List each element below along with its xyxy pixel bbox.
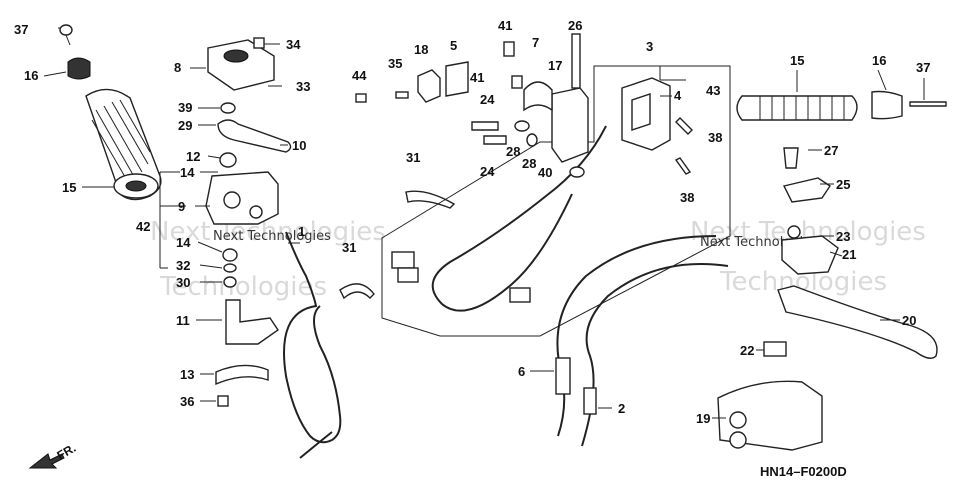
callout-28-left: 28 [506, 144, 520, 159]
callout-36: 36 [180, 394, 194, 409]
callout-43: 43 [706, 83, 720, 98]
throttle-cable [283, 231, 342, 459]
callout-30: 30 [176, 275, 190, 290]
callout-5: 5 [450, 38, 457, 53]
callout-7: 7 [532, 35, 539, 50]
callout-14-bottom: 14 [176, 235, 191, 250]
diagram-code: HN14–F0200D [760, 464, 847, 479]
callout-9: 9 [178, 199, 185, 214]
callout-17: 17 [548, 58, 562, 73]
callout-24-top: 24 [480, 92, 495, 107]
callout-10: 10 [292, 138, 306, 153]
callout-19: 19 [696, 411, 710, 426]
callout-25: 25 [836, 177, 850, 192]
callout-4: 4 [674, 88, 682, 103]
callout-16-left: 16 [24, 68, 38, 83]
callout-3: 3 [646, 39, 653, 54]
callout-40: 40 [538, 165, 552, 180]
callout-13: 13 [180, 367, 194, 382]
callout-29: 29 [178, 118, 192, 133]
callout-27: 27 [824, 143, 838, 158]
callout-31-lower: 31 [342, 240, 356, 255]
callout-21: 21 [842, 247, 856, 262]
left-grip-assembly [43, 24, 162, 201]
callout-28-right: 28 [522, 156, 536, 171]
callout-34: 34 [286, 37, 301, 52]
callout-41-top: 41 [498, 18, 512, 33]
callout-22: 22 [740, 343, 754, 358]
callout-24-bottom: 24 [480, 164, 495, 179]
watermark-text-left: Next Technologies [150, 217, 386, 247]
callout-11: 11 [176, 313, 190, 328]
callout-8: 8 [174, 60, 181, 75]
callout-18: 18 [414, 42, 428, 57]
callout-1: 1 [298, 224, 305, 239]
callout-39: 39 [178, 100, 192, 115]
callout-33: 33 [296, 79, 310, 94]
callout-16-right: 16 [872, 53, 886, 68]
callout-labels: 37 16 15 8 34 33 39 29 10 12 14 9 42 14 … [14, 18, 930, 426]
front-direction-arrow: FR. [28, 441, 78, 469]
callout-38-bottom: 38 [680, 190, 694, 205]
callout-41-mid: 41 [470, 70, 484, 85]
callout-20: 20 [902, 313, 916, 328]
callout-31-upper: 31 [406, 150, 420, 165]
callout-32: 32 [176, 258, 190, 273]
callout-35: 35 [388, 56, 402, 71]
callout-12: 12 [186, 149, 200, 164]
right-grip-assembly [736, 69, 947, 121]
callout-15-left: 15 [62, 180, 76, 195]
callout-23: 23 [836, 229, 850, 244]
callout-37-right: 37 [916, 60, 930, 75]
callout-42: 42 [136, 219, 150, 234]
watermark-overlay-left: Next Technologies [213, 229, 331, 244]
callout-44: 44 [352, 68, 367, 83]
callout-2: 2 [618, 401, 625, 416]
watermark-text-left-2: Technologies [159, 272, 327, 302]
cable-clamp [339, 190, 456, 300]
wire-harness-outline [381, 65, 731, 337]
brake-lever-assembly [712, 147, 938, 451]
callout-38-top: 38 [708, 130, 722, 145]
callout-26: 26 [568, 18, 582, 33]
callout-6: 6 [518, 364, 525, 379]
right-switch-assembly [355, 33, 693, 178]
callout-37-left: 37 [14, 22, 28, 37]
left-switch-assembly [159, 37, 292, 407]
callout-14-top: 14 [180, 165, 195, 180]
callout-15-right: 15 [790, 53, 804, 68]
clutch-and-brake-cables [530, 235, 729, 447]
